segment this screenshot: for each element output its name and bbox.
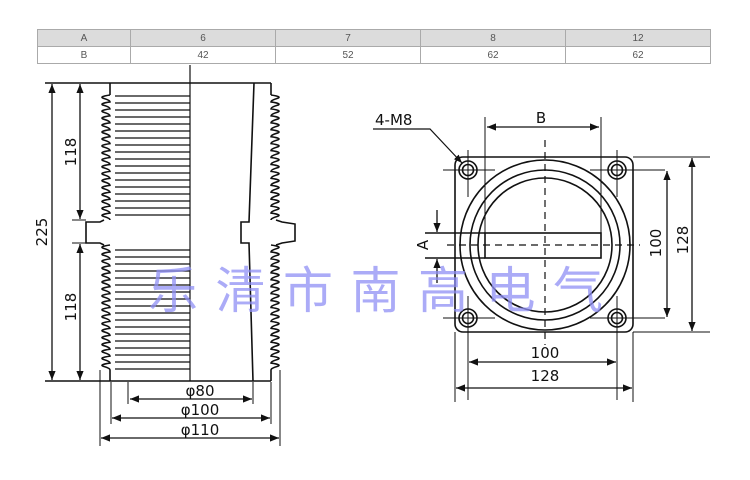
spec-table: A 6 7 8 12 B 42 52 62 62 [37,29,711,64]
dim-plate-v-label: 128 [674,226,692,255]
corrugated-edge-left [101,94,111,371]
table-cell: 6 [130,29,276,47]
side-view: 225 118 118 φ80 φ100 φ110 [33,65,296,446]
table-cell: 62 [565,46,711,64]
row-header: A [37,29,131,47]
bolt-label: 4-M8 [375,111,412,129]
dim-upper-label: 118 [62,138,80,167]
dim-plate-h-label: 128 [531,367,560,385]
table-cell: 12 [565,29,711,47]
dim-lower-label: 118 [62,293,80,322]
dim-total-label: 225 [33,218,51,247]
dim-hole-v-label: 100 [647,229,665,258]
dim-b-label: B [536,109,546,127]
row-header: B [37,46,131,64]
dim-hole-h-label: 100 [531,344,560,362]
corrugated-edge-right [270,94,280,371]
dim-d110-label: φ110 [181,421,220,439]
watermark: 乐清市南高电气 [148,262,603,320]
dim-d80-label: φ80 [186,382,215,400]
bolt-holes [443,150,665,400]
table-row: B 42 52 62 62 [37,46,711,64]
dim-d100-label: φ100 [181,401,220,419]
dim-a-label: A [414,239,432,250]
top-view: B 4-M8 A 100 128 100 128 [373,109,710,402]
fins [115,95,190,370]
